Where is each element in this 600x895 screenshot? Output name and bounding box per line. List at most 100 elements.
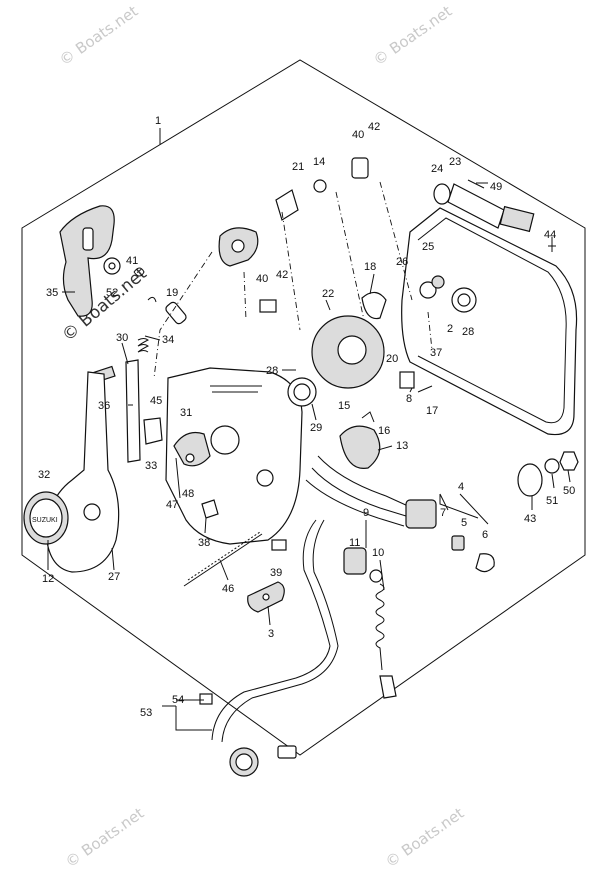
side-cover-panel bbox=[401, 207, 578, 436]
screw-49 bbox=[467, 179, 485, 189]
callout-38: 38 bbox=[198, 537, 210, 549]
callout-23: 23 bbox=[449, 156, 461, 168]
callout-48: 48 bbox=[182, 488, 194, 500]
cap-6 bbox=[475, 553, 495, 573]
callout-6: 6 bbox=[482, 529, 488, 541]
callout-labels: 1 2 3 4 5 6 7 8 9 10 11 12 13 14 15 16 1… bbox=[38, 115, 575, 719]
alignment-lines bbox=[153, 181, 433, 379]
callout-29: 29 bbox=[310, 422, 322, 434]
lanyard-coil bbox=[375, 583, 385, 671]
callout-26: 26 bbox=[396, 256, 408, 268]
callout-31: 31 bbox=[180, 407, 192, 419]
callout-9: 9 bbox=[363, 507, 369, 519]
housing-boss bbox=[210, 425, 240, 455]
callout-16: 16 bbox=[378, 425, 390, 437]
callout-18: 18 bbox=[364, 261, 376, 273]
fuse-54 bbox=[199, 693, 213, 705]
cam-18 bbox=[361, 291, 387, 320]
stop-switch-11 bbox=[343, 547, 367, 575]
callout-14: 14 bbox=[313, 156, 325, 168]
seal-24 bbox=[433, 183, 451, 205]
spring-34 bbox=[137, 338, 149, 353]
watermark-top-right: © Boats.net bbox=[370, 2, 455, 69]
callout-3: 3 bbox=[268, 628, 274, 640]
callout-54: 54 bbox=[172, 694, 184, 706]
callout-22: 22 bbox=[322, 288, 334, 300]
callout-5: 5 bbox=[461, 517, 467, 529]
callout-41: 41 bbox=[126, 255, 138, 267]
callout-4: 4 bbox=[458, 481, 464, 493]
wire-harness bbox=[317, 455, 409, 507]
cover-boss-26 bbox=[431, 275, 445, 289]
callout-35: 35 bbox=[46, 287, 58, 299]
callout-28b: 28 bbox=[462, 326, 474, 338]
lever-bar-30 bbox=[125, 359, 141, 463]
callout-11: 11 bbox=[349, 537, 360, 549]
callout-32: 32 bbox=[38, 469, 50, 481]
callout-51: 51 bbox=[546, 495, 558, 507]
callout-47: 47 bbox=[166, 499, 178, 511]
callout-2: 2 bbox=[447, 323, 453, 335]
clip-40a bbox=[259, 299, 277, 313]
callout-13: 13 bbox=[396, 440, 408, 452]
callout-7: 7 bbox=[440, 507, 446, 519]
watermark-bottom-left: © Boats.net bbox=[62, 804, 147, 871]
callout-36: 36 bbox=[98, 400, 110, 412]
shaft-21 bbox=[275, 189, 299, 221]
nut-50 bbox=[559, 451, 579, 471]
callout-33: 33 bbox=[145, 460, 157, 472]
callout-40b: 40 bbox=[352, 129, 364, 141]
buzzer-13 bbox=[339, 425, 381, 469]
svg-text:SUZUKI: SUZUKI bbox=[32, 517, 58, 524]
washer-51 bbox=[544, 458, 560, 474]
callout-50: 50 bbox=[563, 485, 575, 497]
washer-48 bbox=[185, 453, 195, 463]
callout-42b: 42 bbox=[368, 121, 380, 133]
callout-25: 25 bbox=[422, 241, 434, 253]
callout-27: 27 bbox=[108, 571, 120, 583]
callout-20: 20 bbox=[386, 353, 398, 365]
callout-1: 1 bbox=[155, 115, 161, 127]
main-harness bbox=[211, 519, 331, 741]
bracket-38 bbox=[201, 499, 219, 519]
clip-40b bbox=[351, 157, 369, 179]
callout-8: 8 bbox=[406, 393, 412, 405]
clip-41 bbox=[133, 267, 145, 277]
key-6 bbox=[451, 535, 465, 551]
callout-40a: 40 bbox=[256, 273, 268, 285]
callout-39: 39 bbox=[270, 567, 282, 579]
clip-15 bbox=[361, 411, 375, 423]
handle-grip bbox=[59, 205, 115, 317]
callout-46: 46 bbox=[222, 583, 234, 595]
callout-42a: 42 bbox=[276, 269, 288, 281]
key-switch-5 bbox=[405, 499, 437, 529]
assembly-boundary bbox=[21, 59, 586, 756]
bolt-46 bbox=[183, 533, 263, 587]
pin-19 bbox=[165, 301, 187, 325]
callout-19: 19 bbox=[166, 287, 178, 299]
callout-44: 44 bbox=[544, 229, 556, 241]
callout-28a: 28 bbox=[266, 365, 278, 377]
callout-30: 30 bbox=[116, 332, 128, 344]
bracket-33 bbox=[143, 417, 163, 445]
callout-17: 17 bbox=[426, 405, 438, 417]
spacer-43 bbox=[517, 463, 543, 497]
callout-21: 21 bbox=[292, 161, 304, 173]
leader-lines bbox=[47, 182, 571, 731]
watermark-bottom-right: © Boats.net bbox=[382, 804, 467, 871]
callout-24: 24 bbox=[431, 163, 443, 175]
callout-10: 10 bbox=[372, 547, 384, 559]
clip-39 bbox=[271, 539, 287, 551]
callout-15: 15 bbox=[338, 400, 350, 412]
bolt-17 bbox=[417, 385, 433, 393]
callout-37: 37 bbox=[430, 347, 442, 359]
washer-14 bbox=[313, 179, 327, 193]
callout-45: 45 bbox=[150, 395, 162, 407]
callout-43: 43 bbox=[524, 513, 536, 525]
callout-49: 49 bbox=[490, 181, 502, 193]
switch-8 bbox=[399, 371, 415, 389]
callout-34: 34 bbox=[162, 334, 174, 346]
watermark-top-left: © Boats.net bbox=[56, 2, 141, 69]
gear-31 bbox=[173, 431, 211, 467]
